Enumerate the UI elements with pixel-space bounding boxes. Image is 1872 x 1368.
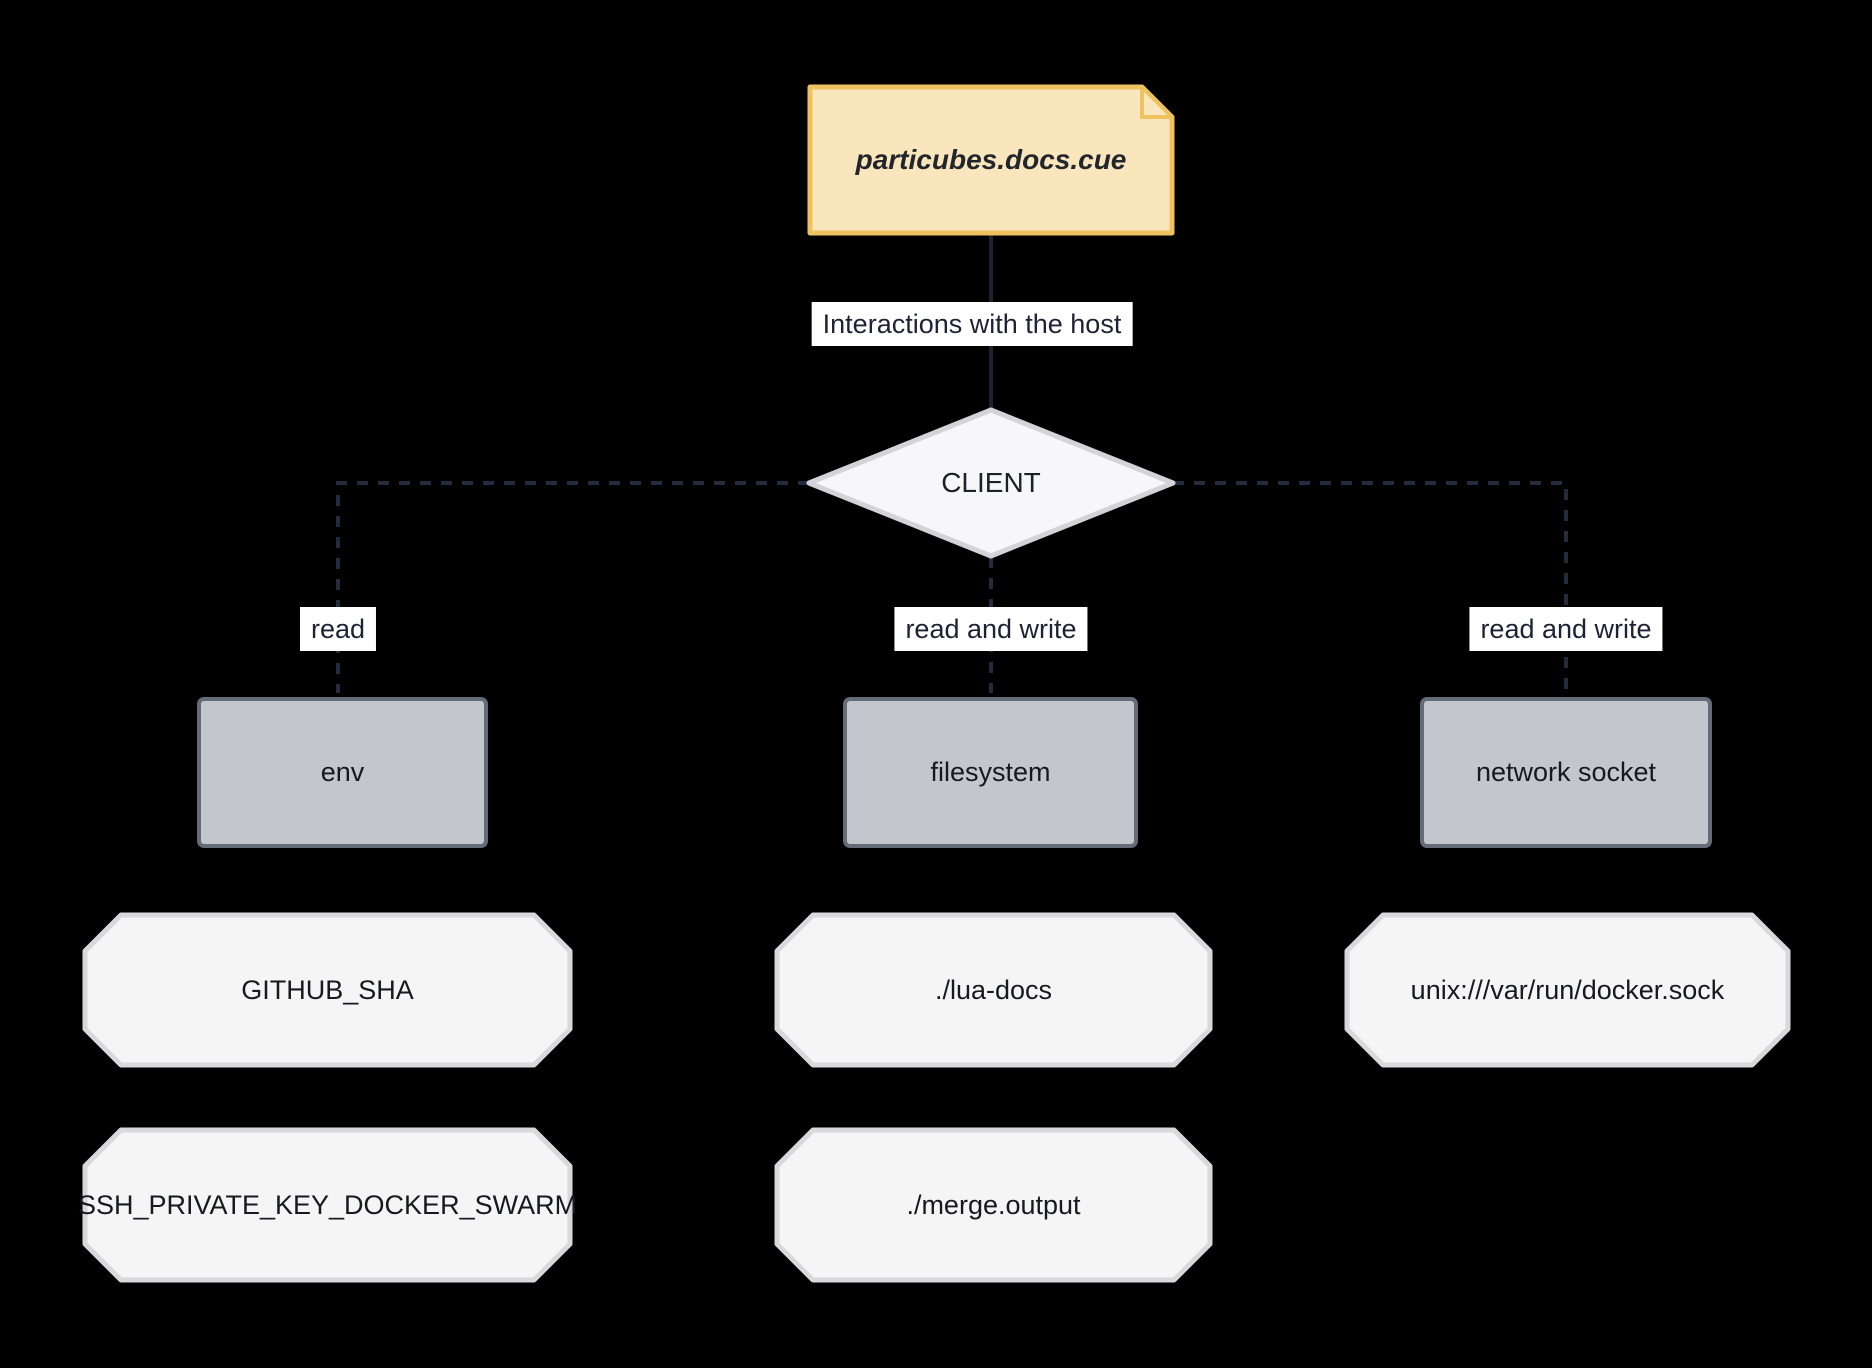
edge-label-read-and-write-filesystem: read and write: [894, 607, 1088, 651]
note-label: particubes.docs.cue: [855, 144, 1127, 175]
item-docker-sock-shape: [1344, 912, 1791, 1068]
edge-client-to-env-line: [336, 481, 809, 693]
node-env: env: [197, 697, 488, 848]
edge-client-to-network-socket-line: [1173, 481, 1568, 693]
edge-label-interactions-with-host: Interactions with the host: [811, 302, 1133, 346]
item-merge-output-label: ./merge.output: [906, 1189, 1081, 1220]
note-folded-corner-icon: [1140, 85, 1174, 119]
item-docker-sock-label: unix:///var/run/docker.sock: [1410, 974, 1725, 1005]
item-ssh-key-label: SSH_PRIVATE_KEY_DOCKER_SWARM: [77, 1189, 578, 1220]
item-lua-docs-shape: [774, 912, 1213, 1068]
item-merge-output-shape: [774, 1127, 1213, 1283]
node-filesystem: filesystem: [843, 697, 1138, 848]
item-lua-docs-label: ./lua-docs: [934, 974, 1053, 1005]
edge-label-read: read: [299, 607, 377, 651]
client-label: CLIENT: [941, 467, 1041, 498]
client-diamond-shape: [806, 407, 1176, 559]
edge-label-read-and-write-network: read and write: [1469, 607, 1663, 651]
item-github-sha-label: GITHUB_SHA: [241, 974, 414, 1005]
node-network-socket: network socket: [1420, 697, 1712, 848]
note-shape: [807, 84, 1175, 236]
item-github-sha-shape: [82, 912, 573, 1068]
item-ssh-key-shape: [82, 1127, 573, 1283]
